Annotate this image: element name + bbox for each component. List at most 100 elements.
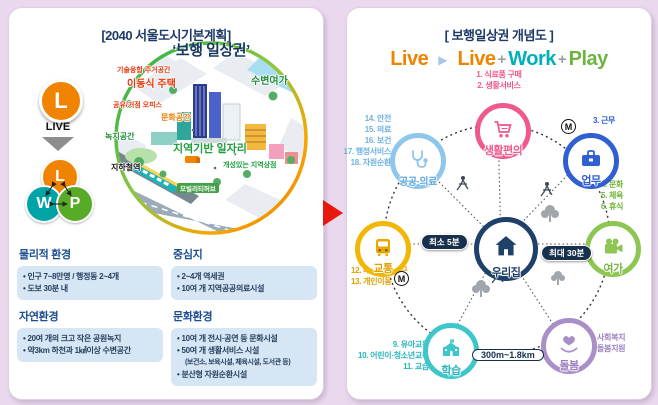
node-leisure: 여가 <box>585 221 641 277</box>
shopping-cart-icon <box>494 120 512 137</box>
left-panel: [2040 서울도시기본계획] L LIVE L W P <box>8 7 324 400</box>
note-line: 14. 안전 <box>364 114 392 123</box>
note-line: 8. 돌봄지원 <box>589 344 626 353</box>
node-label: 교통 <box>373 263 393 275</box>
note-line: 6. 휴식 <box>601 202 624 211</box>
note-line: 4. 문화 <box>601 180 624 189</box>
header-plus: + <box>557 51 567 68</box>
node-public-medical: 공공·의료 <box>390 133 446 189</box>
bullet: 인구 7~8만명 / 행정동 2~4개 <box>23 271 157 283</box>
section-heading: 자연환경 <box>19 311 59 323</box>
max-time-badge: 최대 30분 <box>541 245 593 261</box>
section-box: 2~4개 역세권 10여 개 지역공공의료시설 <box>171 266 317 300</box>
illu-label: 모빌리티허브 <box>177 183 219 193</box>
header-work: Work <box>508 48 556 70</box>
bullet: 도보 30분 내 <box>23 283 157 295</box>
briefcase-icon <box>582 149 600 166</box>
illu-label: 이동식 주택 <box>127 79 176 90</box>
node-label: 우리집 <box>491 267 521 279</box>
node-work: 업무 <box>563 133 619 189</box>
illu-label: 개성있는 지역상점 <box>223 162 277 169</box>
illu-label: 기술융합 주거공간 <box>117 67 171 74</box>
note-line: 11. 교습 <box>403 362 429 371</box>
node-learning: 학습 <box>423 323 479 379</box>
node-convenience: 생활편의 <box>475 103 531 159</box>
bus-icon <box>376 238 390 256</box>
stethoscope-icon <box>412 150 428 168</box>
house-icon <box>495 236 517 256</box>
right-panel: [ 보행일상권 개념도 ] Live ▶ Live + Work + Play <box>343 7 652 400</box>
heart-in-hand-icon <box>560 335 578 353</box>
note-line: 10. 어린이·청소년교육 <box>358 351 429 360</box>
movie-camera-icon <box>605 238 623 253</box>
node-work-notes: 3. 근무 <box>593 115 615 126</box>
note-line: 9. 유아교육 <box>392 340 430 349</box>
header-arrow-icon: ▶ <box>438 52 448 67</box>
metro-icon: M <box>561 119 576 134</box>
section-heading: 문화환경 <box>173 311 213 323</box>
header-live-before: Live <box>390 48 429 70</box>
live-work-play-icon: L W P <box>23 156 97 226</box>
node-learning-notes: 9. 유아교육 10. 어린이·청소년교육 11. 교습 <box>358 339 429 372</box>
header-live: Live <box>457 48 496 70</box>
transition-arrow-icon <box>323 200 343 226</box>
note-line: 5. 체육 <box>601 191 624 200</box>
header-play: Play <box>568 48 609 70</box>
live-work-play-header: Live ▶ Live + Work + Play <box>347 48 651 71</box>
node-home: 우리집 <box>474 217 538 281</box>
live-letter: L <box>54 88 68 113</box>
live-label: LIVE <box>45 121 71 133</box>
node-label: 업무 <box>581 175 601 187</box>
bullet: 10여 개 지역공공의료시설 <box>177 283 311 295</box>
node-care-notes: 7. 사회복지 8. 돌봄지원 <box>589 332 626 354</box>
section-box: 10여 개 전시·공연 등 문화시설 50여 개 생활서비스 시설 (보건소, … <box>171 328 317 386</box>
note-line: 13. 개인이동 <box>351 277 392 286</box>
note-line: 18. 자원순환 <box>350 158 392 167</box>
illu-label: 수변여가 <box>251 76 288 87</box>
illu-label: 녹지공간 <box>105 132 135 141</box>
node-leisure-notes: 4. 문화 5. 체육 6. 휴식 <box>601 179 623 212</box>
note-line: 1. 식료품 구매 <box>476 70 522 79</box>
note-line: 16. 보건 <box>364 136 392 145</box>
note-line: 3. 근무 <box>593 116 616 125</box>
note-line: 15. 의료 <box>364 125 392 134</box>
section-box: 인구 7~8만명 / 행정동 2~4개 도보 30분 내 <box>17 266 163 300</box>
node-care: 돌봄 <box>541 318 597 374</box>
min-time-badge: 최소 5분 <box>421 234 468 250</box>
node-transport: 교통 <box>355 221 411 277</box>
city-illustration <box>114 41 308 235</box>
illu-label: 공유/거점 오피스 <box>113 102 162 109</box>
left-panel-title: [2040 서울도시기본계획] <box>101 27 231 43</box>
node-public-medical-notes: 14. 안전 15. 의료 16. 보건 17. 행정서비스 18. 자원순환 <box>343 113 392 168</box>
info-column-left: 물리적 환경 인구 7~8만명 / 행정동 2~4개 도보 30분 내 자연환경… <box>17 246 163 370</box>
node-label: 공공·의료 <box>399 177 437 188</box>
illustration-title: ‘보행 일상권’ <box>172 42 250 59</box>
section-heading: 중심지 <box>173 249 203 261</box>
illu-label: 지역기반 일자리 <box>173 143 247 155</box>
metro-icon: M <box>394 271 409 286</box>
node-label: 학습 <box>441 365 461 377</box>
bullet-note: (보건소, 보육시설, 체육시설, 도서관 등) <box>185 359 291 366</box>
tree-icon <box>472 205 565 297</box>
bullet: 2~4개 역세권 <box>177 271 311 283</box>
bullet: 20여 개의 크고 작은 공원녹지 <box>23 333 157 345</box>
header-plus: + <box>497 51 507 68</box>
bullet: 분산형 자원순환시설 <box>177 369 311 381</box>
section-box: 20여 개의 크고 작은 공원녹지 약3km 하천과 1㎢이상 수변공간 <box>17 328 163 362</box>
lwp-arrows-icon <box>45 181 72 207</box>
illu-label: 지하철역 <box>111 163 141 172</box>
bullet: 50여 개 생활서비스 시설 <box>177 345 311 357</box>
bullet: 10여 개 전시·공연 등 문화시설 <box>177 333 311 345</box>
note-line: 7. 사회복지 <box>589 333 626 342</box>
node-label: 돌봄 <box>559 360 579 372</box>
node-label: 여가 <box>603 263 623 275</box>
arrow-down-icon <box>42 137 74 151</box>
note-line: 2. 생활서비스 <box>477 81 521 90</box>
section-heading: 물리적 환경 <box>19 249 71 261</box>
illu-label: 문화공간 <box>161 113 191 122</box>
distance-badge: 300m~1.8km <box>472 349 544 361</box>
node-convenience-notes: 1. 식료품 구매 2. 생활서비스 <box>424 69 574 91</box>
note-line: 17. 행정서비스 <box>343 147 392 156</box>
bullet: 약3km 하천과 1㎢이상 수변공간 <box>23 345 157 357</box>
